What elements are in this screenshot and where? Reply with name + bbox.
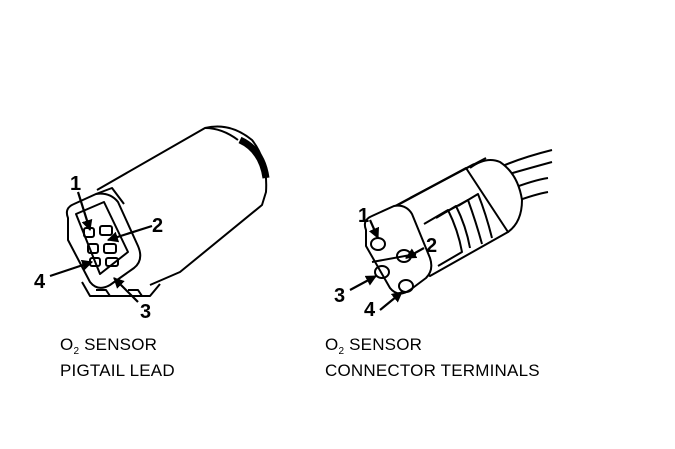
connector-pin-2-label: 2 bbox=[426, 235, 437, 257]
caption-subscript: 2 bbox=[73, 346, 80, 357]
connector-pin-3-label: 3 bbox=[334, 285, 345, 307]
pin-4-arrow bbox=[379, 291, 403, 311]
pin-4-arrow bbox=[49, 259, 94, 278]
pigtail-pin-2-label: 2 bbox=[152, 215, 163, 237]
pigtail-lead-caption: O2 SENSOR PIGTAIL LEAD bbox=[60, 335, 175, 380]
caption-line-2: PIGTAIL LEAD bbox=[60, 361, 175, 380]
connector-terminals-caption: O2 SENSOR CONNECTOR TERMINALS bbox=[325, 335, 540, 380]
caption-line-1: O2 SENSOR bbox=[325, 335, 540, 361]
pin-3-arrow bbox=[113, 277, 139, 303]
caption-sensor: SENSOR bbox=[344, 335, 423, 354]
connector-pin-4-label: 4 bbox=[364, 299, 376, 321]
pin-2-arrow bbox=[405, 247, 425, 259]
pigtail-pin-1-label: 1 bbox=[70, 173, 81, 195]
pigtail-pin-callouts bbox=[49, 191, 153, 303]
caption-line-1: O2 SENSOR bbox=[60, 335, 175, 361]
connector-terminals bbox=[363, 149, 553, 295]
pigtail-pin-3-label: 3 bbox=[140, 301, 151, 323]
pin-3-arrow bbox=[349, 275, 377, 291]
connector-pin-1-label: 1 bbox=[358, 205, 369, 227]
connector-pin-callouts bbox=[349, 219, 425, 311]
caption-sensor: SENSOR bbox=[79, 335, 158, 354]
pigtail-pin-4-label: 4 bbox=[34, 271, 46, 293]
pin-1-arrow bbox=[76, 191, 93, 232]
caption-o: O bbox=[325, 335, 339, 354]
pigtail-lead-connector bbox=[65, 125, 270, 297]
pin-1-arrow bbox=[368, 219, 380, 240]
pin-2-arrow bbox=[106, 224, 153, 243]
caption-line-2: CONNECTOR TERMINALS bbox=[325, 361, 540, 380]
caption-subscript: 2 bbox=[338, 346, 345, 357]
caption-o: O bbox=[60, 335, 74, 354]
